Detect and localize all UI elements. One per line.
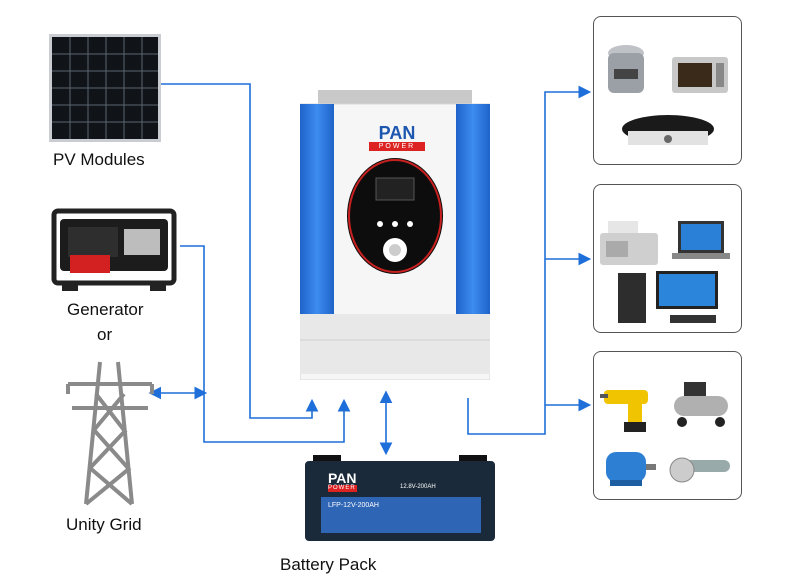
pv-panel-image <box>49 34 161 142</box>
generator-label: Generator <box>67 300 144 319</box>
pylon-icon <box>60 358 160 510</box>
microwave-icon <box>672 57 728 93</box>
battery-brand-sub: POWER <box>328 485 357 492</box>
or-label: or <box>97 325 113 344</box>
load-box-tools <box>593 351 742 500</box>
inverter-brand-text: PAN <box>378 123 416 143</box>
fax-machine-icon <box>600 221 658 265</box>
inverter-brand-sub: POWER <box>369 142 425 151</box>
pv-label: PV Modules <box>53 150 145 169</box>
battery-spec: 12.8V-200AH <box>400 484 436 490</box>
drill-icon <box>600 390 648 432</box>
battery-label: Battery Pack <box>280 555 377 574</box>
rice-cooker-icon <box>608 45 644 93</box>
load-box-office <box>593 184 742 333</box>
battery-model: LFP-12V-200AH <box>328 502 379 509</box>
desktop-computer-icon <box>618 271 718 323</box>
electric-motor-icon <box>606 452 656 486</box>
induction-cooker-icon <box>622 115 714 145</box>
air-compressor-icon <box>674 382 728 427</box>
load-box-kitchen <box>593 16 742 165</box>
battery-brand-text: PAN <box>328 470 357 486</box>
inverter-brand: PAN POWER <box>369 124 425 151</box>
generator-image <box>48 205 180 291</box>
pv-line <box>160 83 319 419</box>
output-line <box>467 85 592 435</box>
angle-grinder-icon <box>669 457 730 483</box>
grid-label: Unity Grid <box>66 515 142 534</box>
battery-brand: PAN POWER <box>328 471 357 492</box>
battery-image <box>305 455 495 541</box>
generator-line <box>180 245 351 443</box>
laptop-icon <box>672 221 730 259</box>
